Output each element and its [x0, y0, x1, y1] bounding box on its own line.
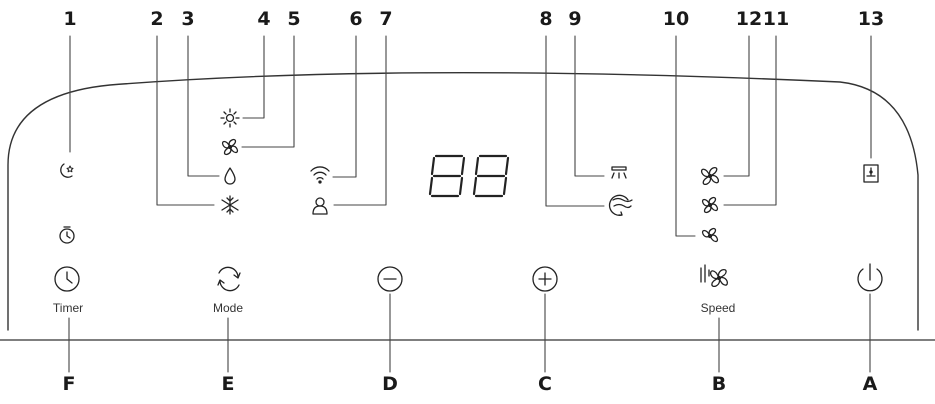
callout-number-9: 9: [568, 8, 582, 30]
fan-high-icon: [700, 166, 720, 186]
button-letter-b: B: [711, 373, 727, 395]
water-tank-full-icon: [863, 164, 879, 183]
callout-number-11: 11: [762, 8, 790, 30]
callout-number-4: 4: [257, 8, 271, 30]
mode-button-icon: [217, 266, 241, 292]
louver-icon: [611, 166, 627, 179]
button-leader-lines: [68, 293, 871, 373]
power-button[interactable]: [855, 262, 885, 294]
button-letter-d: D: [382, 373, 398, 395]
callout-number-13: 13: [857, 8, 885, 30]
speed-button-label: Speed: [700, 301, 736, 315]
cool-snowflake-icon: [221, 195, 239, 215]
callout-leader-lines: [69, 35, 872, 237]
callout-number-8: 8: [539, 8, 553, 30]
dry-drop-icon: [224, 167, 236, 185]
panel-outline: [7, 71, 919, 331]
plus-button-icon: [532, 266, 558, 292]
speed-button-icon: [700, 264, 729, 288]
callout-number-12: 12: [735, 8, 763, 30]
mode-button[interactable]: [214, 265, 244, 295]
minus-button[interactable]: [376, 265, 406, 295]
timer-button[interactable]: [53, 265, 83, 295]
fan-mode-icon: [221, 138, 239, 156]
button-letter-f: F: [62, 373, 76, 395]
timer-indicator-icon: [59, 226, 75, 244]
callout-number-10: 10: [662, 8, 690, 30]
timer-button-label: Timer: [52, 301, 84, 315]
callout-number-2: 2: [150, 8, 164, 30]
mode-button-label: Mode: [212, 301, 244, 315]
fan-low-icon: [701, 227, 719, 243]
seven-segment-display: [428, 154, 510, 198]
child-lock-icon: [312, 197, 328, 215]
callout-number-5: 5: [287, 8, 301, 30]
callout-number-1: 1: [63, 8, 77, 30]
heat-sun-icon: [220, 108, 240, 128]
power-button-icon: [857, 263, 883, 292]
callout-number-6: 6: [349, 8, 363, 30]
plus-button[interactable]: [531, 265, 561, 295]
button-letter-e: E: [221, 373, 235, 395]
fan-medium-icon: [701, 196, 719, 214]
swing-icon: [608, 194, 633, 216]
button-letter-c: C: [538, 373, 552, 395]
wifi-icon: [310, 166, 330, 184]
callout-number-3: 3: [181, 8, 195, 30]
button-letter-a: A: [862, 373, 878, 395]
speed-button[interactable]: [700, 262, 736, 294]
minus-button-icon: [377, 266, 403, 292]
sleep-icon: [60, 163, 74, 178]
callout-number-7: 7: [379, 8, 393, 30]
timer-button-icon: [54, 266, 80, 292]
